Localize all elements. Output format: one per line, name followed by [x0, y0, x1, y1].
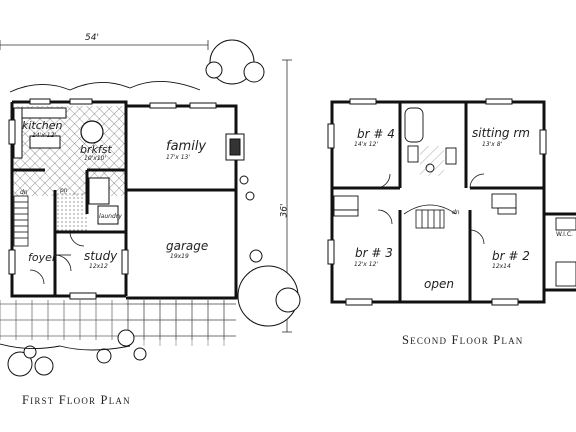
second-floor-stairs [403, 204, 457, 229]
second-floor-doors [375, 173, 485, 245]
second-floor-windows [327, 98, 547, 306]
room-sitting-size: 13'x 8' [482, 141, 503, 148]
foyer-floor [55, 192, 87, 232]
room-family-size: 17'x 13' [166, 154, 191, 161]
room-br4-size: 14'x 12' [354, 141, 379, 148]
room-open-name: open [424, 277, 454, 291]
room-garage-size: 19x19 [170, 253, 189, 260]
closets [333, 193, 576, 287]
overall-width-dimension: 54' [85, 33, 99, 43]
overall-depth-dimension: 36' [279, 203, 290, 218]
first-floor-dn: dn [20, 189, 28, 196]
room-br4-name: br # 4 [357, 127, 395, 141]
room-kitchen-name: kitchen [22, 119, 63, 132]
second-floor-dn: dn [452, 209, 460, 216]
first-floor-caption: First Floor Plan [22, 393, 131, 407]
room-br3-name: br # 3 [355, 246, 393, 260]
room-brkfst-size: 10'x10' [84, 155, 107, 162]
windows [8, 98, 217, 300]
first-floor-plan [0, 39, 301, 377]
second-floor-plan [327, 98, 576, 306]
room-br2-size: 12x14 [492, 263, 511, 270]
first-floor-stairs [13, 195, 29, 247]
room-foyer-name: foyer [28, 251, 57, 264]
kitchen-counters [13, 107, 119, 225]
room-sitting-name: sitting rm [472, 126, 530, 140]
bath-tile [420, 146, 444, 176]
second-floor-walls [330, 100, 576, 304]
room-laundry-name: laundry [99, 213, 122, 220]
landscaping [7, 39, 301, 377]
room-study-size: 12x12 [89, 263, 108, 270]
room-br3-size: 12'x 12' [354, 261, 379, 268]
room-brkfst-name: brkfst [80, 143, 112, 156]
fireplace [225, 133, 245, 161]
room-wic-name: W.I.C. [556, 231, 573, 238]
room-family-name: family [166, 139, 207, 154]
room-pn-name: pn [60, 187, 68, 194]
room-study-name: study [84, 249, 118, 263]
room-br2-name: br # 2 [492, 249, 530, 263]
room-garage-name: garage [166, 239, 209, 253]
doors [29, 231, 85, 285]
second-floor-caption: Second Floor Plan [402, 333, 524, 347]
room-kitchen-size: 14'x 12' [32, 132, 57, 139]
